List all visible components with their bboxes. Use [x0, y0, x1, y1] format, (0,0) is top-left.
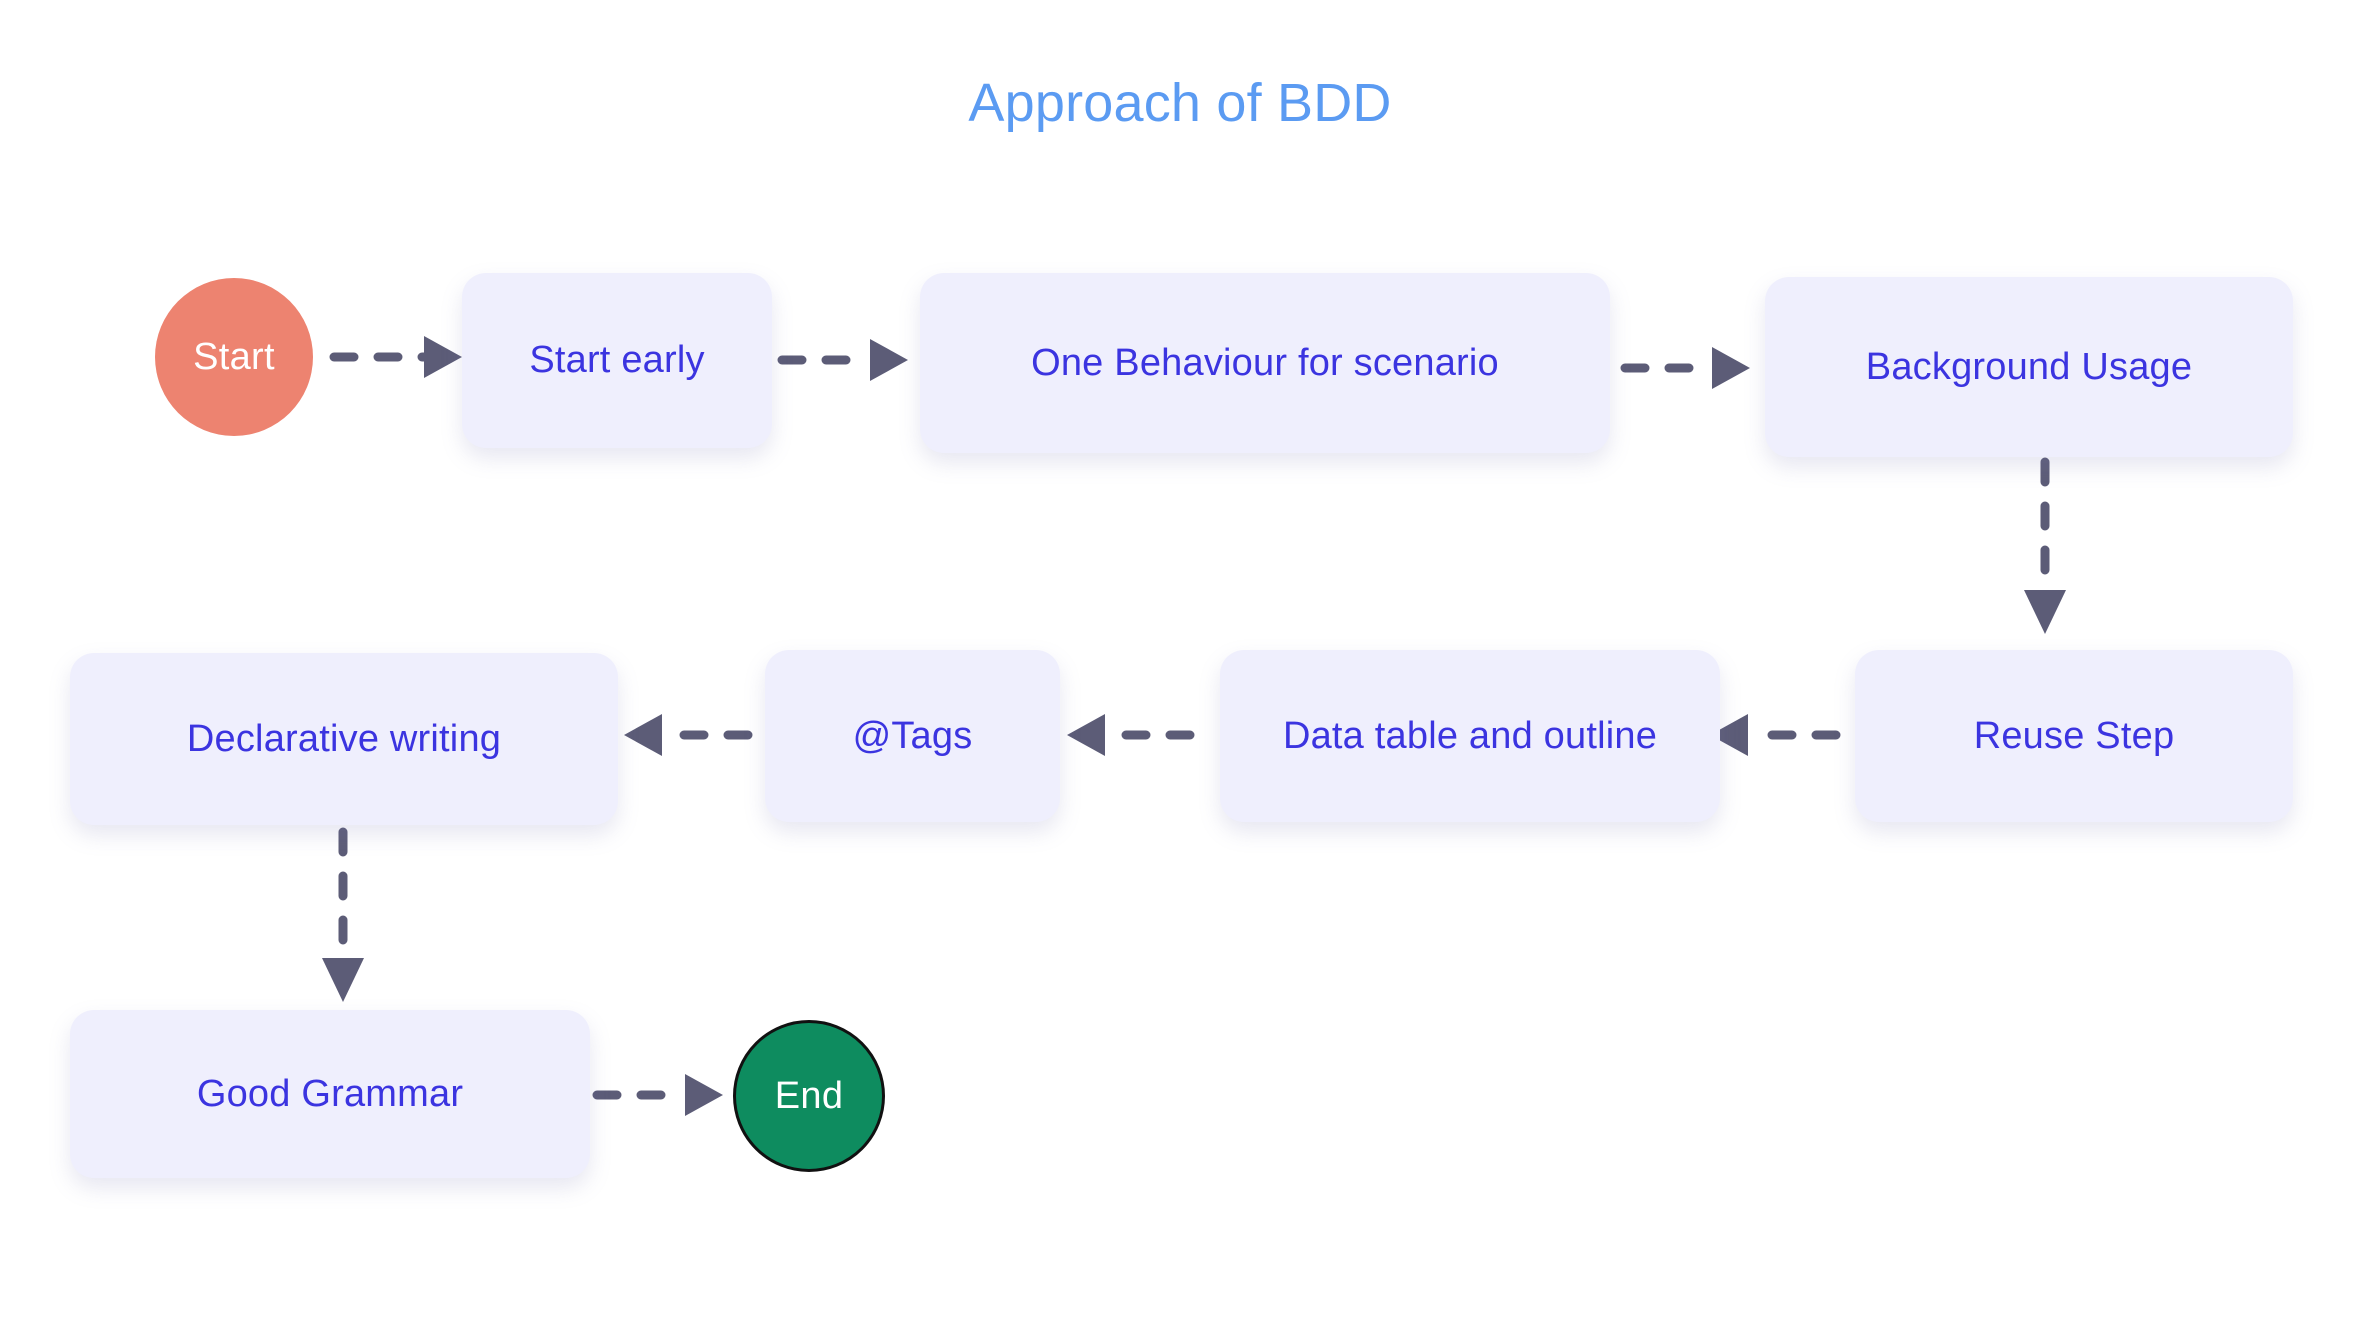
node-declarative-writing[interactable]: Declarative writing: [70, 653, 618, 825]
node-background-usage-label: Background Usage: [1865, 345, 2193, 388]
connector-start-early-to-one-behaviour: [777, 339, 908, 381]
connector-one-behaviour-to-background-usage: [1620, 347, 1750, 389]
node-start[interactable]: Start: [155, 278, 313, 436]
page-title: Approach of BDD: [968, 73, 1392, 133]
connector-start-to-start-early: [329, 336, 462, 378]
connector-data-table-to-tags: [1067, 714, 1195, 756]
node-one-behaviour-for-scenario[interactable]: One Behaviour for scenario: [920, 273, 1610, 453]
connector-reuse-step-to-data-table: [1710, 714, 1841, 756]
node-start-label: Start: [193, 335, 275, 378]
connector-good-grammar-to-end: [592, 1074, 723, 1116]
node-tags-label: @Tags: [852, 714, 973, 757]
connector-declarative-writing-to-good-grammar: [322, 827, 364, 1002]
node-tags[interactable]: @Tags: [765, 650, 1060, 822]
node-good-grammar[interactable]: Good Grammar: [70, 1010, 590, 1178]
node-reuse-step-label: Reuse Step: [1973, 714, 2175, 757]
node-one-behaviour-for-scenario-label: One Behaviour for scenario: [1031, 341, 1499, 384]
node-start-early-label: Start early: [529, 339, 705, 381]
node-declarative-writing-label: Declarative writing: [186, 717, 502, 760]
node-reuse-step[interactable]: Reuse Step: [1855, 650, 2293, 822]
connector-tags-to-declarative-writing: [624, 714, 753, 756]
node-end-label: End: [774, 1074, 844, 1117]
node-end[interactable]: End: [733, 1020, 885, 1172]
connector-background-usage-to-reuse-step: [2024, 457, 2066, 634]
node-good-grammar-label: Good Grammar: [196, 1072, 464, 1115]
node-data-table-and-outline-label: Data table and outline: [1282, 714, 1658, 757]
node-data-table-and-outline[interactable]: Data table and outline: [1220, 650, 1720, 822]
node-background-usage[interactable]: Background Usage: [1765, 277, 2293, 457]
node-start-early[interactable]: Start early: [462, 273, 772, 448]
